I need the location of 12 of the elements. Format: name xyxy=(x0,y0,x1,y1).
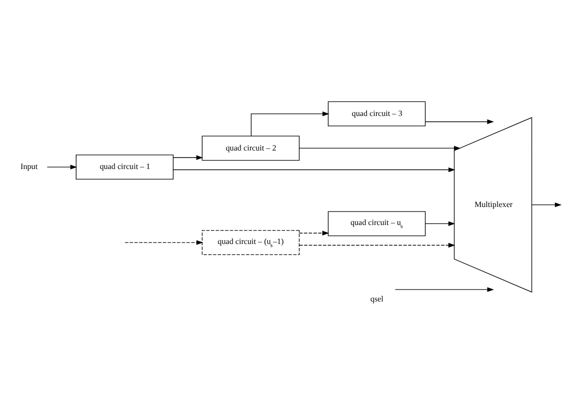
arrow xyxy=(124,240,204,244)
arrow xyxy=(46,164,78,169)
arrow xyxy=(299,242,456,248)
arrow xyxy=(425,118,494,124)
arrow xyxy=(172,154,203,160)
arrow xyxy=(172,166,456,172)
arrow xyxy=(531,202,562,207)
arrow xyxy=(425,220,456,226)
arrow xyxy=(299,145,461,150)
arrow xyxy=(250,110,330,136)
arrow xyxy=(394,286,494,292)
arrow xyxy=(298,230,330,235)
